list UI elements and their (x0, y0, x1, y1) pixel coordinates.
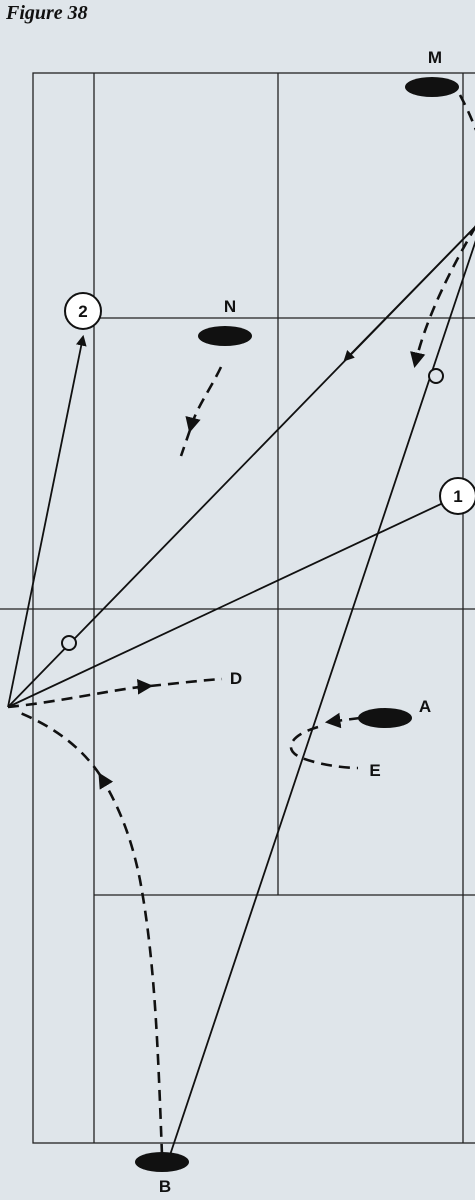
move-path-e (289, 725, 359, 770)
move-path-b (98, 772, 164, 1156)
contact-point-right (428, 368, 444, 384)
player-b-token (135, 1152, 189, 1172)
position-e-label: E (369, 761, 380, 780)
court-outer-boundary (32, 72, 475, 1144)
move-path-n-tail (179, 429, 192, 457)
player-m-token (405, 77, 459, 97)
player-m-label: M (428, 48, 442, 67)
marker-2-label: 2 (78, 302, 87, 321)
move-path-b-tail (17, 710, 102, 776)
contact-point-left (61, 635, 77, 651)
court-lines (0, 72, 475, 1144)
marker-1-label: 1 (453, 487, 462, 506)
move-path-d-tail (149, 677, 223, 688)
move-path-m-down (410, 225, 475, 369)
shot-line-b-to-right (164, 240, 475, 1171)
marker-1: 1 (439, 477, 475, 515)
player-n-token (198, 326, 252, 346)
move-path-d (7, 679, 154, 709)
move-path-m (458, 94, 475, 131)
shot-line-m-to-left (7, 225, 475, 708)
position-d-label: D (230, 669, 242, 688)
move-path-a (324, 712, 361, 729)
player-b-label: B (159, 1177, 171, 1196)
player-n-label: N (224, 297, 236, 316)
marker-2: 2 (64, 292, 102, 330)
move-path-n (185, 366, 223, 434)
player-a-label: A (419, 697, 431, 716)
shot-line-to-2 (7, 334, 87, 708)
figure-title: Figure 38 (6, 2, 88, 24)
shot-line-1-to-left (7, 495, 459, 708)
player-a-token (358, 708, 412, 728)
